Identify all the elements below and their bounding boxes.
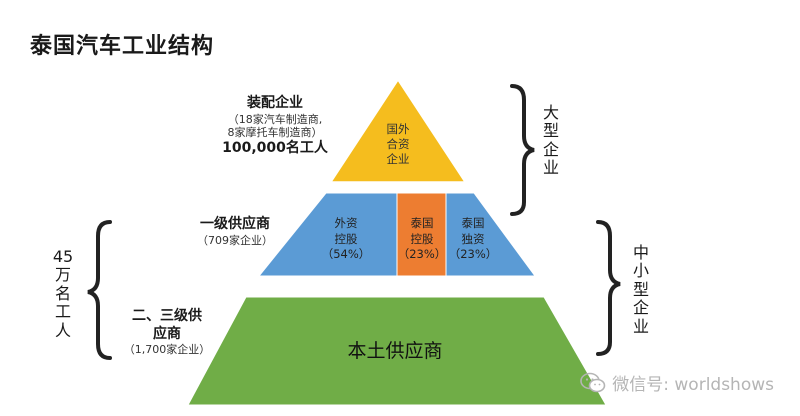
tier1-heading: 一级供应商 xyxy=(200,216,270,232)
tier1-count: （709家企业） xyxy=(197,233,273,247)
assembly-line2: 8家摩托车制造商） xyxy=(227,126,323,140)
seg2-line1: 泰国 xyxy=(410,216,434,230)
base-band-text: 本土供应商 xyxy=(347,340,443,362)
assembly-heading: 装配企业 xyxy=(247,95,303,111)
watermark-text: 微信号: worldshows xyxy=(612,375,774,395)
rb-char-2: 小 xyxy=(632,261,649,281)
segment-thai-owned xyxy=(445,192,536,277)
rb-char-5: 业 xyxy=(632,316,649,336)
seg1-line1: 外资 xyxy=(334,216,358,230)
triangle-text: 国外 合资 企业 xyxy=(366,122,430,167)
segment-foreign-text: 外资 控股 （54%） xyxy=(318,216,374,263)
rb-char-1: 中 xyxy=(632,243,649,262)
left-worker-label: 45 万 名 工 人 xyxy=(52,247,74,340)
seg3-line2: 独资 xyxy=(461,231,485,246)
rt-char-3: 企 xyxy=(542,139,559,159)
tier23-heading-1: 二、三级供 xyxy=(132,308,202,324)
triangle-line-3: 企业 xyxy=(386,151,410,166)
right-brace-bottom xyxy=(596,220,621,356)
left-char-5: 人 xyxy=(54,320,71,340)
tier23-count: （1,700家企业） xyxy=(123,343,211,356)
seg3-line1: 泰国 xyxy=(461,216,485,230)
right-bottom-label: 中 小 型 企 业 xyxy=(630,243,652,336)
assembly-label: 装配企业 （18家汽车制造商, 8家摩托车制造商） 100,000名工人 xyxy=(210,95,340,158)
seg1-line2: 控股 xyxy=(334,231,358,246)
left-char-2: 万 xyxy=(54,265,71,285)
rb-char-3: 型 xyxy=(632,279,649,299)
local-supplier-band xyxy=(187,296,607,406)
rt-char-1: 大 xyxy=(542,103,559,122)
seg3-share: （23%） xyxy=(448,247,498,262)
seg2-line2: 控股 xyxy=(410,231,434,246)
seg1-share: （54%） xyxy=(321,247,371,262)
assembly-triangle xyxy=(329,78,467,183)
assembly-line1: （18家汽车制造商, xyxy=(227,112,323,126)
watermark: 微信号: worldshows xyxy=(580,370,774,395)
page-title: 泰国汽车工业结构 xyxy=(30,34,215,59)
seg2-share: （23%） xyxy=(397,247,447,262)
tier1-label: 一级供应商 （709家企业） xyxy=(180,216,290,247)
triangle-line-2: 合资 xyxy=(386,136,410,151)
tier23-label: 二、三级供 应商 （1,700家企业） xyxy=(112,308,222,357)
triangle-line-1: 国外 xyxy=(386,122,410,136)
wechat-icon xyxy=(580,372,606,394)
segment-thai-controlled-text: 泰国 控股 （23%） xyxy=(395,216,449,263)
right-brace-top xyxy=(510,84,535,216)
assembly-workers: 100,000名工人 xyxy=(222,140,328,156)
right-top-label: 大 型 企 业 xyxy=(540,103,562,178)
rt-char-2: 型 xyxy=(542,121,559,141)
segment-thai-owned-text: 泰国 独资 （23%） xyxy=(446,216,500,263)
left-char-3: 名 xyxy=(54,283,71,303)
left-brace xyxy=(87,220,112,360)
left-char-4: 工 xyxy=(54,302,71,322)
rb-char-4: 企 xyxy=(632,298,649,318)
tier23-heading-2: 应商 xyxy=(153,325,181,342)
rt-char-4: 业 xyxy=(542,158,559,178)
left-char-1: 45 xyxy=(52,247,74,266)
